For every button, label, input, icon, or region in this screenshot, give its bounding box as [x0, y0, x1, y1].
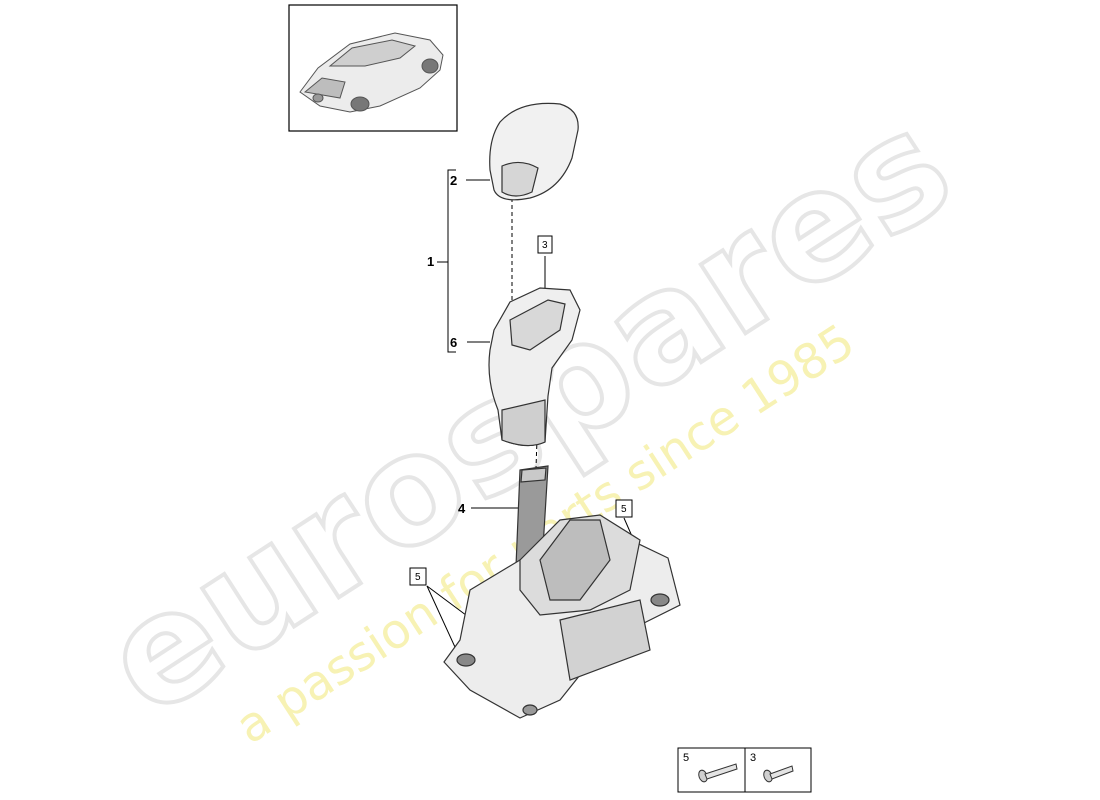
svg-text:3: 3: [542, 240, 548, 251]
parts-table: 5 3: [677, 747, 812, 793]
gaiter-housing: [488, 287, 581, 447]
vehicle-thumbnail: [288, 4, 458, 132]
car-icon: [299, 32, 444, 113]
callout-screw-right-box: 5: [615, 499, 633, 518]
selector-base: [443, 514, 681, 719]
callout-assembly: 1: [427, 254, 434, 269]
callout-knob-ref-box: 3: [537, 235, 553, 254]
shift-knob: [489, 102, 579, 201]
parts-table-num-1: 5: [683, 752, 689, 764]
callout-gaiter: 6: [450, 335, 457, 350]
assembly-bracket: [437, 169, 456, 353]
callout-screw-left-box: 5: [409, 567, 427, 586]
svg-text:5: 5: [415, 572, 421, 583]
callout-lever: 4: [458, 501, 466, 516]
svg-text:5: 5: [621, 504, 627, 515]
screw-long-icon: [698, 763, 738, 783]
screw-short-icon: [763, 765, 794, 783]
parts-table-num-2: 3: [750, 752, 756, 764]
callout-knob: 2: [450, 173, 457, 188]
